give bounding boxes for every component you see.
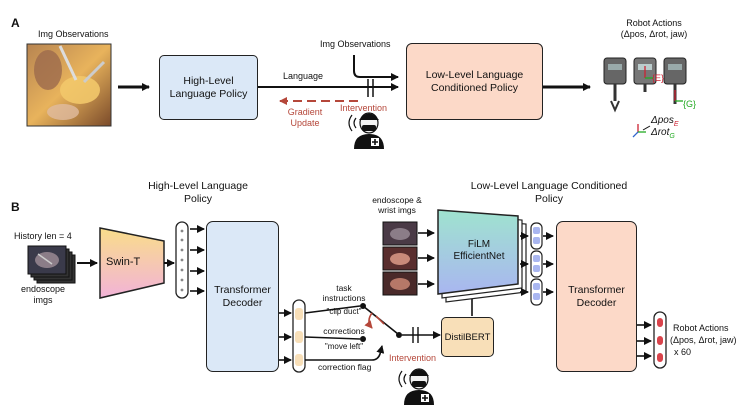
low-level-policy-text: Low-Level Language Conditioned Policy <box>425 68 524 94</box>
delta-rot-sub: G <box>669 133 675 140</box>
correction-flag-label: correction flag <box>318 362 372 372</box>
frame-e-label: {E} <box>652 73 665 83</box>
endoscope-wrist-label: endoscope & wrist imgs <box>372 195 422 215</box>
swin-t-block <box>99 227 165 299</box>
delta-pos-label: ΔposE <box>651 115 679 131</box>
corrections-label: corrections <box>323 326 365 336</box>
surgeon-icon <box>354 112 384 149</box>
robot-actions-sub-a: (Δpos, Δrot, jaw) <box>620 29 688 39</box>
transformer-decoder-2-text: Transformer Decoder <box>568 283 625 309</box>
language-label: Language <box>283 71 324 81</box>
surgical-photo <box>26 43 112 127</box>
delta-rot-text: Δrot <box>651 127 670 138</box>
film-efficientnet-label: FiLM EfficientNet <box>453 239 505 262</box>
high-level-policy-box: High-Level Language Policy <box>159 55 258 120</box>
robot-actions-title-b: Robot Actions <box>673 323 729 333</box>
endoscope-imgs-label: endoscope imgs <box>20 284 66 305</box>
delta-pos-text: Δpos <box>651 115 674 126</box>
img-observations-label-2: Img Observations <box>320 39 391 49</box>
robot-actions-title-a: Robot Actions <box>626 18 682 28</box>
transformer-decoder-2: Transformer Decoder <box>556 221 637 372</box>
surgeon-icon-b <box>404 368 434 405</box>
history-len-label: History len = 4 <box>14 231 72 241</box>
arrow-img-obs-ll <box>353 55 399 81</box>
endoscope-image-stack <box>27 245 76 284</box>
film-efficientnet-block <box>437 209 519 295</box>
robot-instruments <box>603 57 687 138</box>
task-instructions-label: task instructions <box>322 283 366 303</box>
robot-actions-sub-b: (Δpos, Δrot, jaw) <box>670 335 737 345</box>
wrist-images <box>382 221 418 296</box>
intervention-label-b: Intervention <box>389 353 437 363</box>
delta-pos-sub: E <box>673 121 679 128</box>
transformer-decoder-1: Transformer Decoder <box>206 221 279 372</box>
low-level-title-b: Low-Level Language Conditioned Policy <box>470 180 628 205</box>
high-level-title-b: High-Level Language Policy <box>148 180 248 205</box>
distilbert-box: DistilBERT <box>441 317 494 357</box>
delta-rot-label: ΔrotG <box>651 127 675 143</box>
panel-label-b: B <box>11 200 20 214</box>
clip-duct-label: "clip duct" <box>326 307 362 316</box>
panel-label-a: A <box>11 16 20 30</box>
robot-actions-mult: x 60 <box>674 347 692 357</box>
frame-g-label: {G} <box>683 99 697 109</box>
high-level-policy-text: High-Level Language Policy <box>169 74 248 100</box>
img-observations-label: Img Observations <box>38 29 109 39</box>
intervention-label-a: Intervention <box>340 103 388 113</box>
move-left-label: "move left" <box>324 342 364 351</box>
ll-token-groups <box>530 222 543 306</box>
swin-t-label: Swin-T <box>106 256 141 268</box>
gradient-update-label: Gradient Update <box>287 107 323 128</box>
transformer-decoder-1-text: Transformer Decoder <box>214 283 271 309</box>
distilbert-text: DistilBERT <box>444 331 491 343</box>
low-level-policy-box: Low-Level Language Conditioned Policy <box>406 43 543 120</box>
